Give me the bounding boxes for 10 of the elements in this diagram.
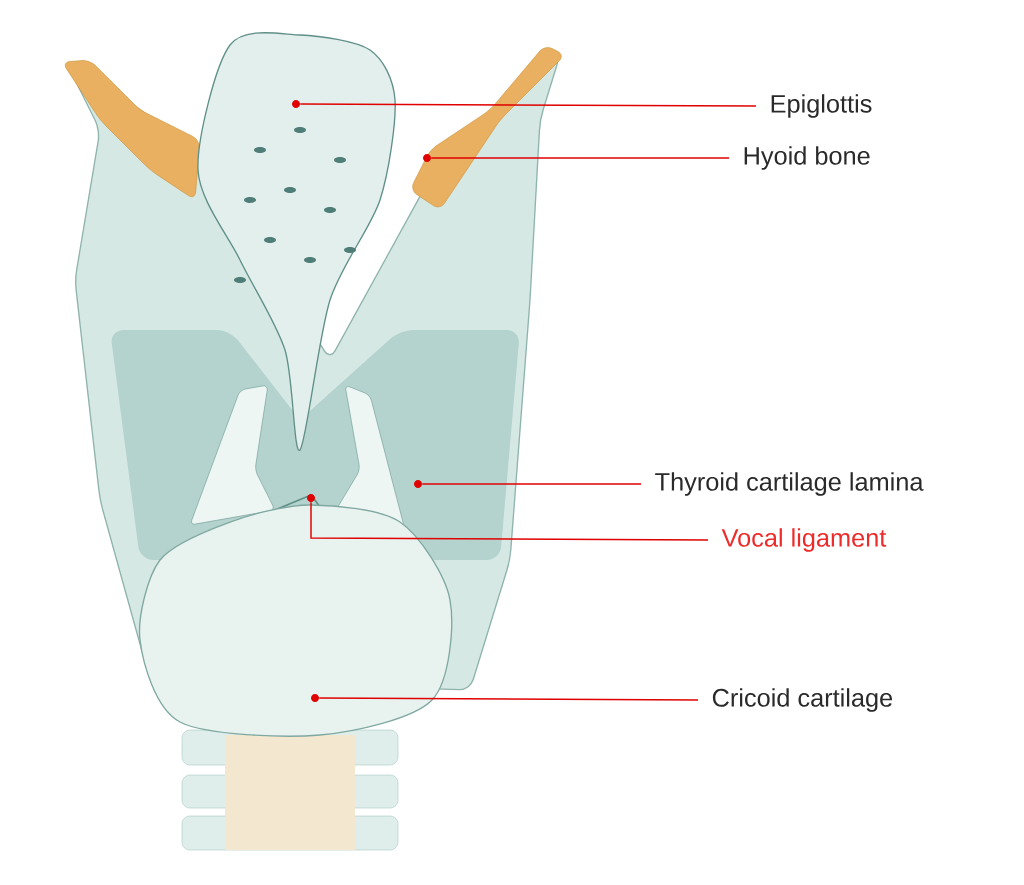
leader-line xyxy=(310,501,709,541)
label-text: Hyoid bone xyxy=(744,146,870,170)
leader-line xyxy=(430,157,730,159)
label-text: Cricoid cartilage xyxy=(712,688,893,712)
label-text: Thyroid cartilage lamina xyxy=(655,472,924,496)
label-text: Vocal ligament xyxy=(721,528,887,552)
leader-line xyxy=(299,103,757,107)
leader-line xyxy=(318,697,699,701)
label-text: Epiglottis xyxy=(771,94,872,118)
leader-line xyxy=(421,483,642,485)
